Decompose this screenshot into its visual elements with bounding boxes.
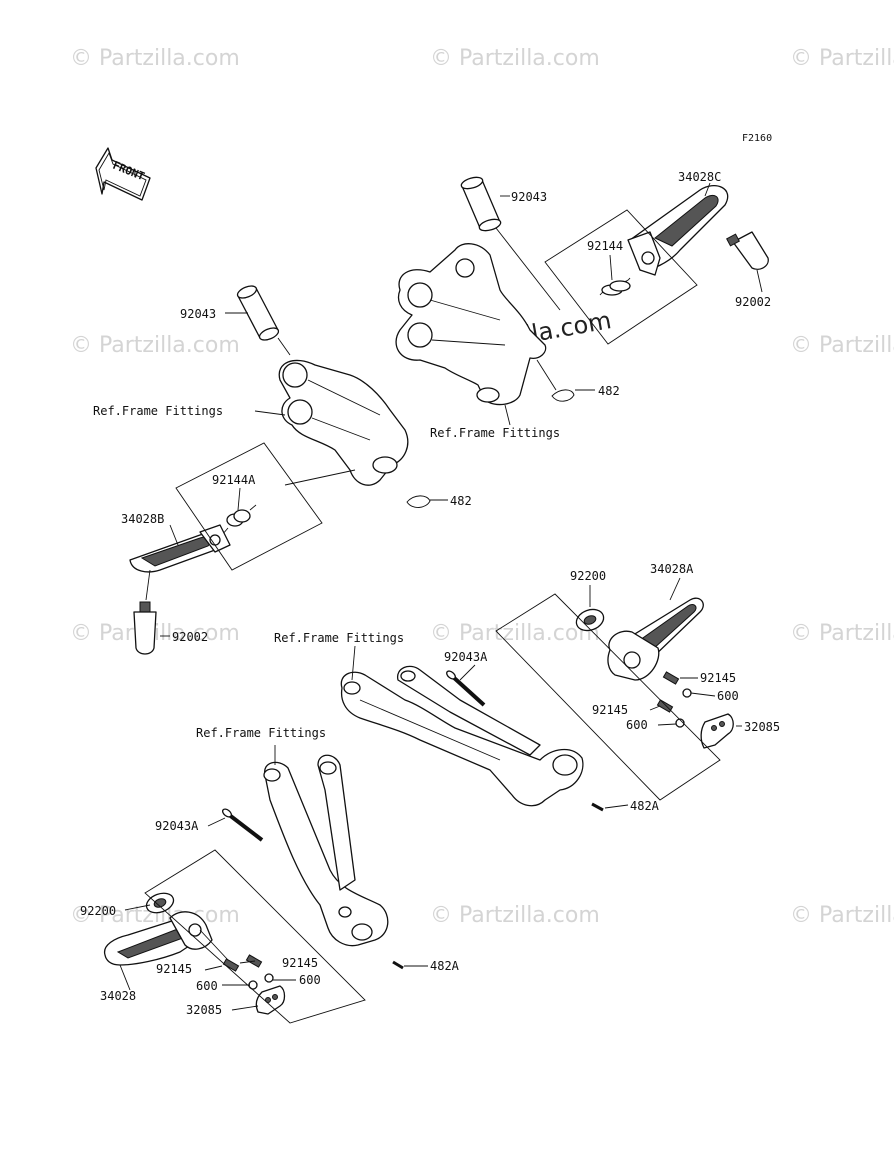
footpeg-34028a [607, 597, 704, 681]
footpeg-34028b [129, 524, 231, 573]
front-left-explosion-box [144, 849, 366, 1024]
rear-right-explosion-box [544, 209, 698, 345]
label-92144: 92144 [587, 239, 623, 253]
figure-code: F2160 [742, 133, 772, 144]
rear-left-bracket [278, 359, 409, 486]
collar-92043-rear-left [236, 285, 280, 341]
watermark: © Partzilla.com [70, 46, 240, 71]
label-92043-rear-left: 92043 [180, 307, 216, 321]
label-32085-front-right: 32085 [744, 720, 780, 734]
label-frame-fittings-front-right: Ref.Frame Fittings [274, 631, 404, 645]
rear-left-explosion-box [175, 442, 323, 571]
front-left-bracket [263, 754, 389, 947]
label-92002-rear-left: 92002 [172, 630, 208, 644]
label-600-front-left-b: 600 [299, 973, 321, 987]
label-482-rear-left: 482 [450, 494, 472, 508]
label-92043a-front-right: 92043A [444, 650, 488, 664]
label-92200-front-right: 92200 [570, 569, 606, 583]
label-92200-front-left: 92200 [80, 904, 116, 918]
label-482-rear-right: 482 [598, 384, 620, 398]
pin-92002-rear-left [133, 601, 157, 655]
label-482a-front-right: 482A [630, 799, 660, 813]
washer-92200-front-right [575, 608, 605, 632]
watermark: © Partzilla.com [790, 903, 894, 928]
front-arrow: FRONT [95, 147, 151, 201]
footpeg-34028c [627, 185, 729, 276]
watermark: © Partzilla.com [430, 903, 600, 928]
front-right-explosion-box [495, 593, 721, 801]
label-92144a: 92144A [212, 473, 256, 487]
spring-92144a [221, 504, 257, 536]
plate-32085-front-right [700, 713, 734, 749]
watermarks: © Partzilla.com © Partzilla.com © Partzi… [70, 46, 894, 928]
rear-right-bracket [395, 243, 547, 406]
watermark: © Partzilla.com [430, 621, 600, 646]
front-right-bracket [340, 665, 584, 807]
label-600-front-right-b: 600 [626, 718, 648, 732]
washer-92200-front-left [145, 892, 175, 914]
label-92145-front-right-b: 92145 [592, 703, 628, 717]
rear-left-assembly: 92043 Ref.Frame Fittings 92144A 482 3402… [93, 285, 472, 655]
clip-482-rear-left [406, 495, 431, 508]
label-92043-rear-right: 92043 [511, 190, 547, 204]
label-34028b: 34028B [121, 512, 164, 526]
rear-right-assembly: 92043 34028C 92144 92002 482 Ref.Frame F… [395, 170, 771, 440]
label-92145-front-left-b: 92145 [156, 962, 192, 976]
clip-482-rear-right [551, 389, 575, 402]
label-92145-front-right-a: 92145 [700, 671, 736, 685]
label-600-front-left-a: 600 [196, 979, 218, 993]
watermark: © Partzilla.com [790, 46, 894, 71]
label-92145-front-left-a: 92145 [282, 956, 318, 970]
pin-92043a-front-left [221, 808, 264, 842]
label-32085-front-left: 32085 [186, 1003, 222, 1017]
watermark: © Partzilla.com [70, 333, 240, 358]
collar-92043-rear-right [460, 176, 502, 232]
footpeg-34028 [103, 911, 213, 966]
spring-92144 [599, 277, 631, 296]
watermark: © Partzilla.com [790, 621, 894, 646]
pin-92043a-front-right [446, 670, 486, 707]
watermark: © Partzilla.com [430, 46, 600, 71]
label-92043a-front-left: 92043A [155, 819, 199, 833]
front-left-assembly: Ref.Frame Fittings 92043A 92200 92145 92… [80, 726, 460, 1024]
label-34028c: 34028C [678, 170, 721, 184]
watermark: © Partzilla.com [790, 333, 894, 358]
plate-32085-front-left [255, 985, 286, 1015]
pin-92002-rear-right [726, 231, 769, 270]
label-frame-fittings-rear-left: Ref.Frame Fittings [93, 404, 223, 418]
label-600-front-right-a: 600 [717, 689, 739, 703]
springs-92145-front-right [656, 671, 692, 728]
label-frame-fittings-rear-right: Ref.Frame Fittings [430, 426, 560, 440]
label-frame-fittings-front-left: Ref.Frame Fittings [196, 726, 326, 740]
pin-482a-front-left [392, 960, 404, 970]
label-482a-front-left: 482A [430, 959, 460, 973]
label-92002-rear-right: 92002 [735, 295, 771, 309]
pin-482a-front-right [591, 802, 604, 812]
label-34028a: 34028A [650, 562, 694, 576]
label-34028: 34028 [100, 989, 136, 1003]
front-right-assembly: 92200 34028A Ref.Frame Fittings 92043A 9… [274, 562, 780, 813]
